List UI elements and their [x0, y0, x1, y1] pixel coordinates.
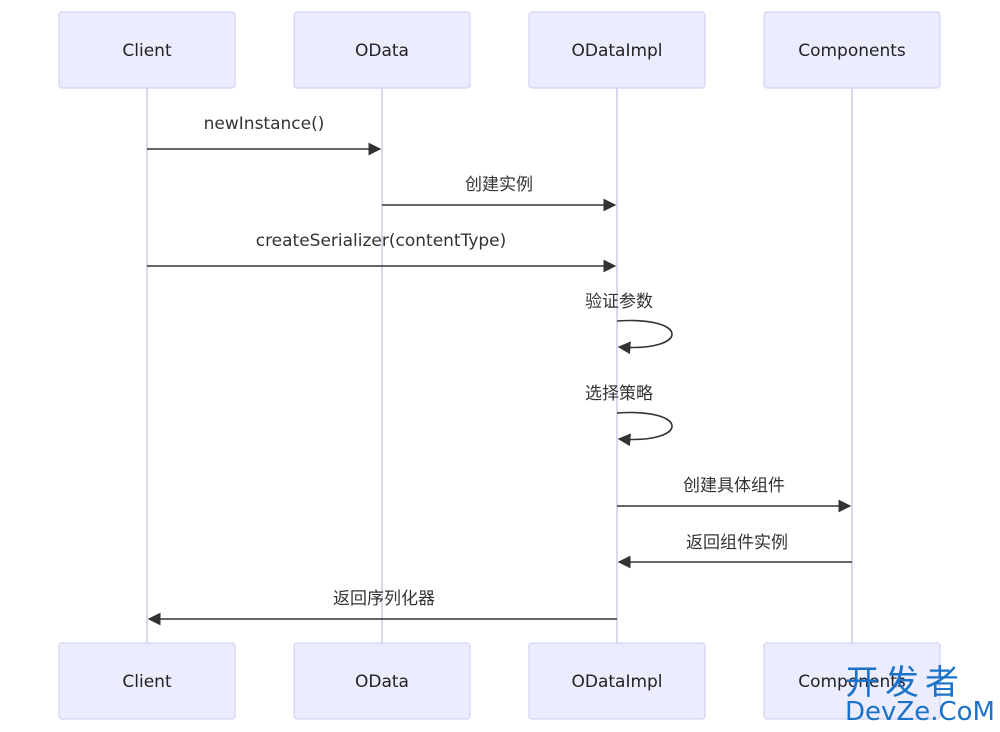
message-label: 返回序列化器 [333, 589, 435, 609]
message-create-serializer: createSerializer(contentType) [147, 231, 617, 273]
self-message-arrow [616, 319, 673, 355]
message-label: 创建具体组件 [683, 476, 785, 496]
message-label: 验证参数 [585, 292, 653, 312]
actor-odata-bottom: OData [293, 642, 471, 720]
watermark-en: DevZe.CoM [845, 697, 995, 727]
message-label: newInstance() [204, 114, 325, 134]
actor-label: Client [122, 672, 172, 692]
message-new-instance: newInstance() [147, 114, 382, 156]
message-return-serializer: 返回序列化器 [147, 589, 617, 626]
actor-label: OData [355, 672, 409, 692]
message-create-component: 创建具体组件 [617, 476, 852, 513]
actor-odataimpl-bottom: ODataImpl [528, 642, 706, 720]
message-label: createSerializer(contentType) [256, 231, 507, 251]
self-message-arrow [616, 411, 673, 447]
message-label: 创建实例 [465, 175, 533, 195]
actor-client-bottom: Client [58, 642, 236, 720]
message-label: 返回组件实例 [686, 533, 788, 553]
actor-label: Client [122, 41, 172, 61]
message-create-instance: 创建实例 [382, 175, 617, 212]
message-select-strategy: 选择策略 [585, 384, 673, 447]
actor-label: Components [798, 41, 906, 61]
actor-client-top: Client [58, 11, 236, 89]
message-validate-params: 验证参数 [585, 292, 673, 355]
watermark: 开发者 DevZe.CoM [845, 663, 995, 727]
actor-label: Components [798, 672, 906, 692]
actor-odata-top: OData [293, 11, 471, 89]
actor-label: OData [355, 41, 409, 61]
watermark-cn: 开发者 [845, 663, 965, 703]
message-return-component: 返回组件实例 [617, 533, 852, 569]
actor-odataimpl-top: ODataImpl [528, 11, 706, 89]
actor-components-bottom: Components [763, 642, 941, 720]
actor-components-top: Components [763, 11, 941, 89]
actor-label: ODataImpl [571, 672, 662, 692]
message-label: 选择策略 [585, 384, 653, 404]
actor-label: ODataImpl [571, 41, 662, 61]
